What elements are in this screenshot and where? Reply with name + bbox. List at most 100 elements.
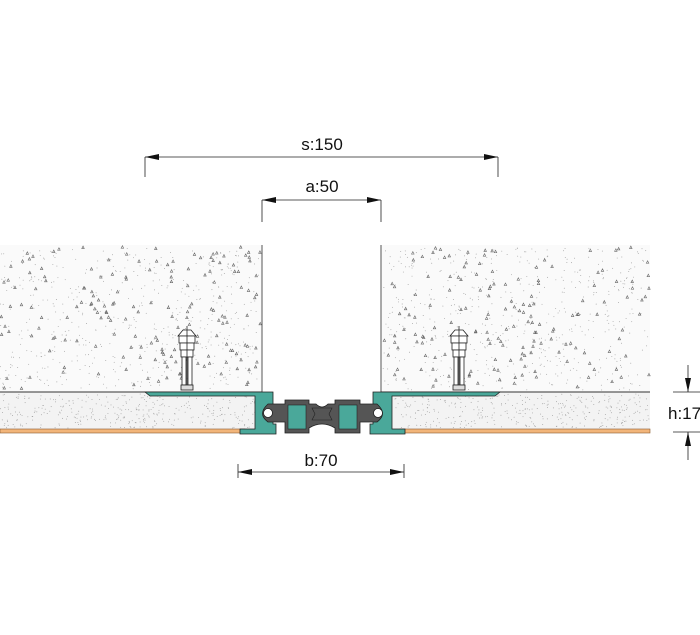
texture-speck: [209, 363, 211, 365]
texture-speck: [504, 395, 506, 396]
texture-speck: [218, 295, 222, 299]
texture-speck: [185, 315, 189, 320]
texture-speck: [405, 383, 407, 384]
texture-speck: [602, 425, 604, 426]
texture-speck: [387, 384, 389, 385]
texture-speck: [476, 406, 478, 408]
texture-speck: [547, 255, 549, 257]
texture-speck: [250, 261, 252, 263]
texture-speck: [589, 313, 591, 315]
texture-speck: [138, 409, 140, 410]
texture-speck: [608, 294, 610, 295]
texture-speck: [511, 324, 516, 328]
texture-speck: [62, 267, 64, 269]
texture-speck: [582, 411, 584, 413]
texture-speck: [111, 302, 115, 306]
texture-speck: [595, 292, 597, 294]
texture-speck: [2, 303, 4, 305]
texture-speck: [403, 306, 408, 311]
texture-speck: [213, 412, 214, 414]
texture-speck: [144, 259, 146, 261]
texture-speck: [111, 333, 113, 335]
texture-speck: [597, 248, 599, 250]
texture-speck: [2, 394, 4, 396]
texture-speck: [628, 415, 630, 417]
texture-speck: [395, 297, 397, 299]
texture-speck: [156, 414, 158, 416]
texture-speck: [250, 301, 252, 303]
texture-speck: [154, 424, 156, 426]
texture-speck: [8, 304, 13, 308]
texture-speck: [500, 426, 502, 428]
texture-speck: [164, 348, 166, 350]
texture-speck: [442, 305, 444, 307]
texture-speck: [626, 277, 627, 279]
dimension-a-label: a:50: [305, 177, 338, 196]
texture-speck: [497, 395, 499, 397]
texture-speck: [491, 417, 493, 419]
texture-speck: [408, 266, 410, 268]
texture-speck: [411, 257, 416, 262]
texture-speck: [162, 359, 164, 361]
texture-speck: [608, 315, 610, 317]
texture-speck: [104, 405, 106, 407]
texture-speck: [90, 417, 92, 419]
texture-speck: [184, 411, 186, 413]
texture-speck: [222, 398, 224, 400]
texture-speck: [531, 248, 533, 250]
texture-speck: [424, 304, 426, 306]
texture-speck: [484, 346, 486, 348]
texture-speck: [225, 310, 227, 312]
texture-speck: [230, 414, 232, 416]
texture-speck: [125, 402, 127, 404]
texture-speck: [144, 399, 145, 400]
texture-speck: [614, 286, 616, 287]
texture-speck: [204, 425, 206, 426]
texture-speck: [243, 253, 248, 257]
texture-speck: [203, 272, 207, 277]
texture-speck: [633, 413, 635, 415]
texture-speck: [97, 260, 99, 262]
texture-speck: [91, 416, 93, 418]
texture-speck: [448, 405, 450, 407]
texture-speck: [107, 401, 109, 403]
texture-speck: [386, 353, 391, 357]
texture-speck: [121, 354, 126, 359]
texture-speck: [105, 418, 107, 420]
texture-speck: [117, 407, 119, 409]
texture-speck: [533, 369, 537, 374]
texture-speck: [590, 400, 592, 402]
texture-speck: [639, 405, 641, 407]
texture-speck: [156, 413, 158, 415]
texture-speck: [214, 376, 215, 378]
texture-speck: [529, 351, 531, 353]
texture-speck: [248, 282, 250, 284]
texture-speck: [619, 359, 621, 361]
texture-speck: [2, 411, 4, 413]
texture-speck: [523, 290, 525, 292]
texture-speck: [571, 328, 573, 330]
texture-speck: [165, 375, 169, 380]
texture-speck: [112, 331, 117, 336]
texture-speck: [542, 418, 544, 420]
texture-speck: [404, 250, 406, 252]
texture-speck: [477, 414, 479, 416]
texture-speck: [606, 269, 608, 271]
texture-speck: [482, 342, 484, 344]
texture-speck: [29, 280, 31, 282]
texture-speck: [95, 310, 100, 314]
texture-speck: [447, 280, 449, 282]
texture-speck: [459, 398, 461, 400]
texture-speck: [504, 411, 506, 413]
texture-speck: [621, 256, 623, 258]
texture-speck: [161, 285, 163, 286]
texture-speck: [508, 325, 509, 327]
texture-speck: [459, 416, 460, 417]
texture-speck: [645, 260, 650, 264]
texture-speck: [618, 289, 620, 290]
texture-speck: [530, 320, 534, 324]
texture-speck: [536, 281, 541, 285]
texture-speck: [65, 403, 67, 404]
texture-speck: [174, 359, 178, 364]
texture-speck: [639, 385, 641, 386]
